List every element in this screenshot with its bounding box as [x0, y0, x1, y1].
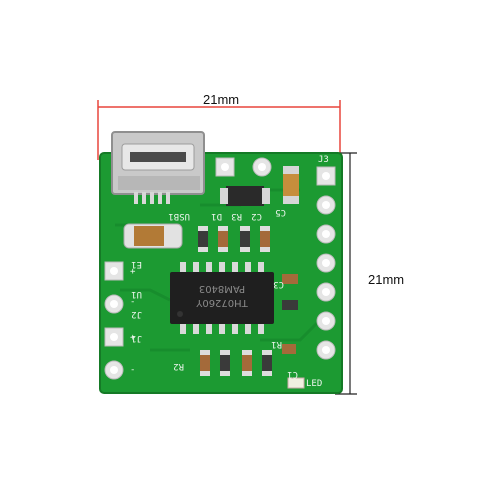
silk-r3: R3 [231, 211, 242, 221]
silk-r1: R1 [271, 339, 282, 349]
silk-c5: C5 [275, 207, 286, 217]
ic-chip: PAM8403 TH07260Y [170, 262, 274, 334]
silk-c2: C2 [251, 211, 262, 221]
silk-minus-1: - [130, 297, 135, 307]
micro-usb-connector [111, 131, 205, 204]
capacitor-c5 [283, 166, 299, 204]
j3-header-pads [316, 166, 336, 360]
silk-j1: J1 [131, 333, 142, 343]
silk-e1: E1 [131, 259, 142, 269]
width-label: 21mm [203, 92, 240, 107]
top-pads [215, 157, 272, 177]
width-dimension-line [97, 100, 341, 160]
silk-u1: U1 [131, 289, 142, 299]
height-label: 21mm [368, 272, 405, 287]
silk-minus-2: - [130, 365, 135, 375]
silk-j3: J3 [318, 155, 329, 165]
silk-c1: C1 [287, 369, 298, 379]
silk-r2: R2 [173, 361, 184, 371]
silk-usb1: USB1 [168, 211, 190, 221]
silk-plus-1: + [130, 267, 136, 277]
speaker-pads [104, 261, 124, 380]
capacitor-e1 [123, 223, 183, 249]
chip-line-2: TH07260Y [195, 297, 248, 308]
silk-led: LED [306, 379, 322, 389]
chip-line-1: PAM8403 [199, 283, 245, 294]
silk-plus-2: + [130, 333, 136, 343]
silk-j2: J2 [131, 309, 142, 319]
silk-c3: C3 [273, 279, 284, 289]
diode-d1 [220, 186, 270, 206]
silk-d1: D1 [211, 211, 222, 221]
smd-components [198, 226, 305, 389]
